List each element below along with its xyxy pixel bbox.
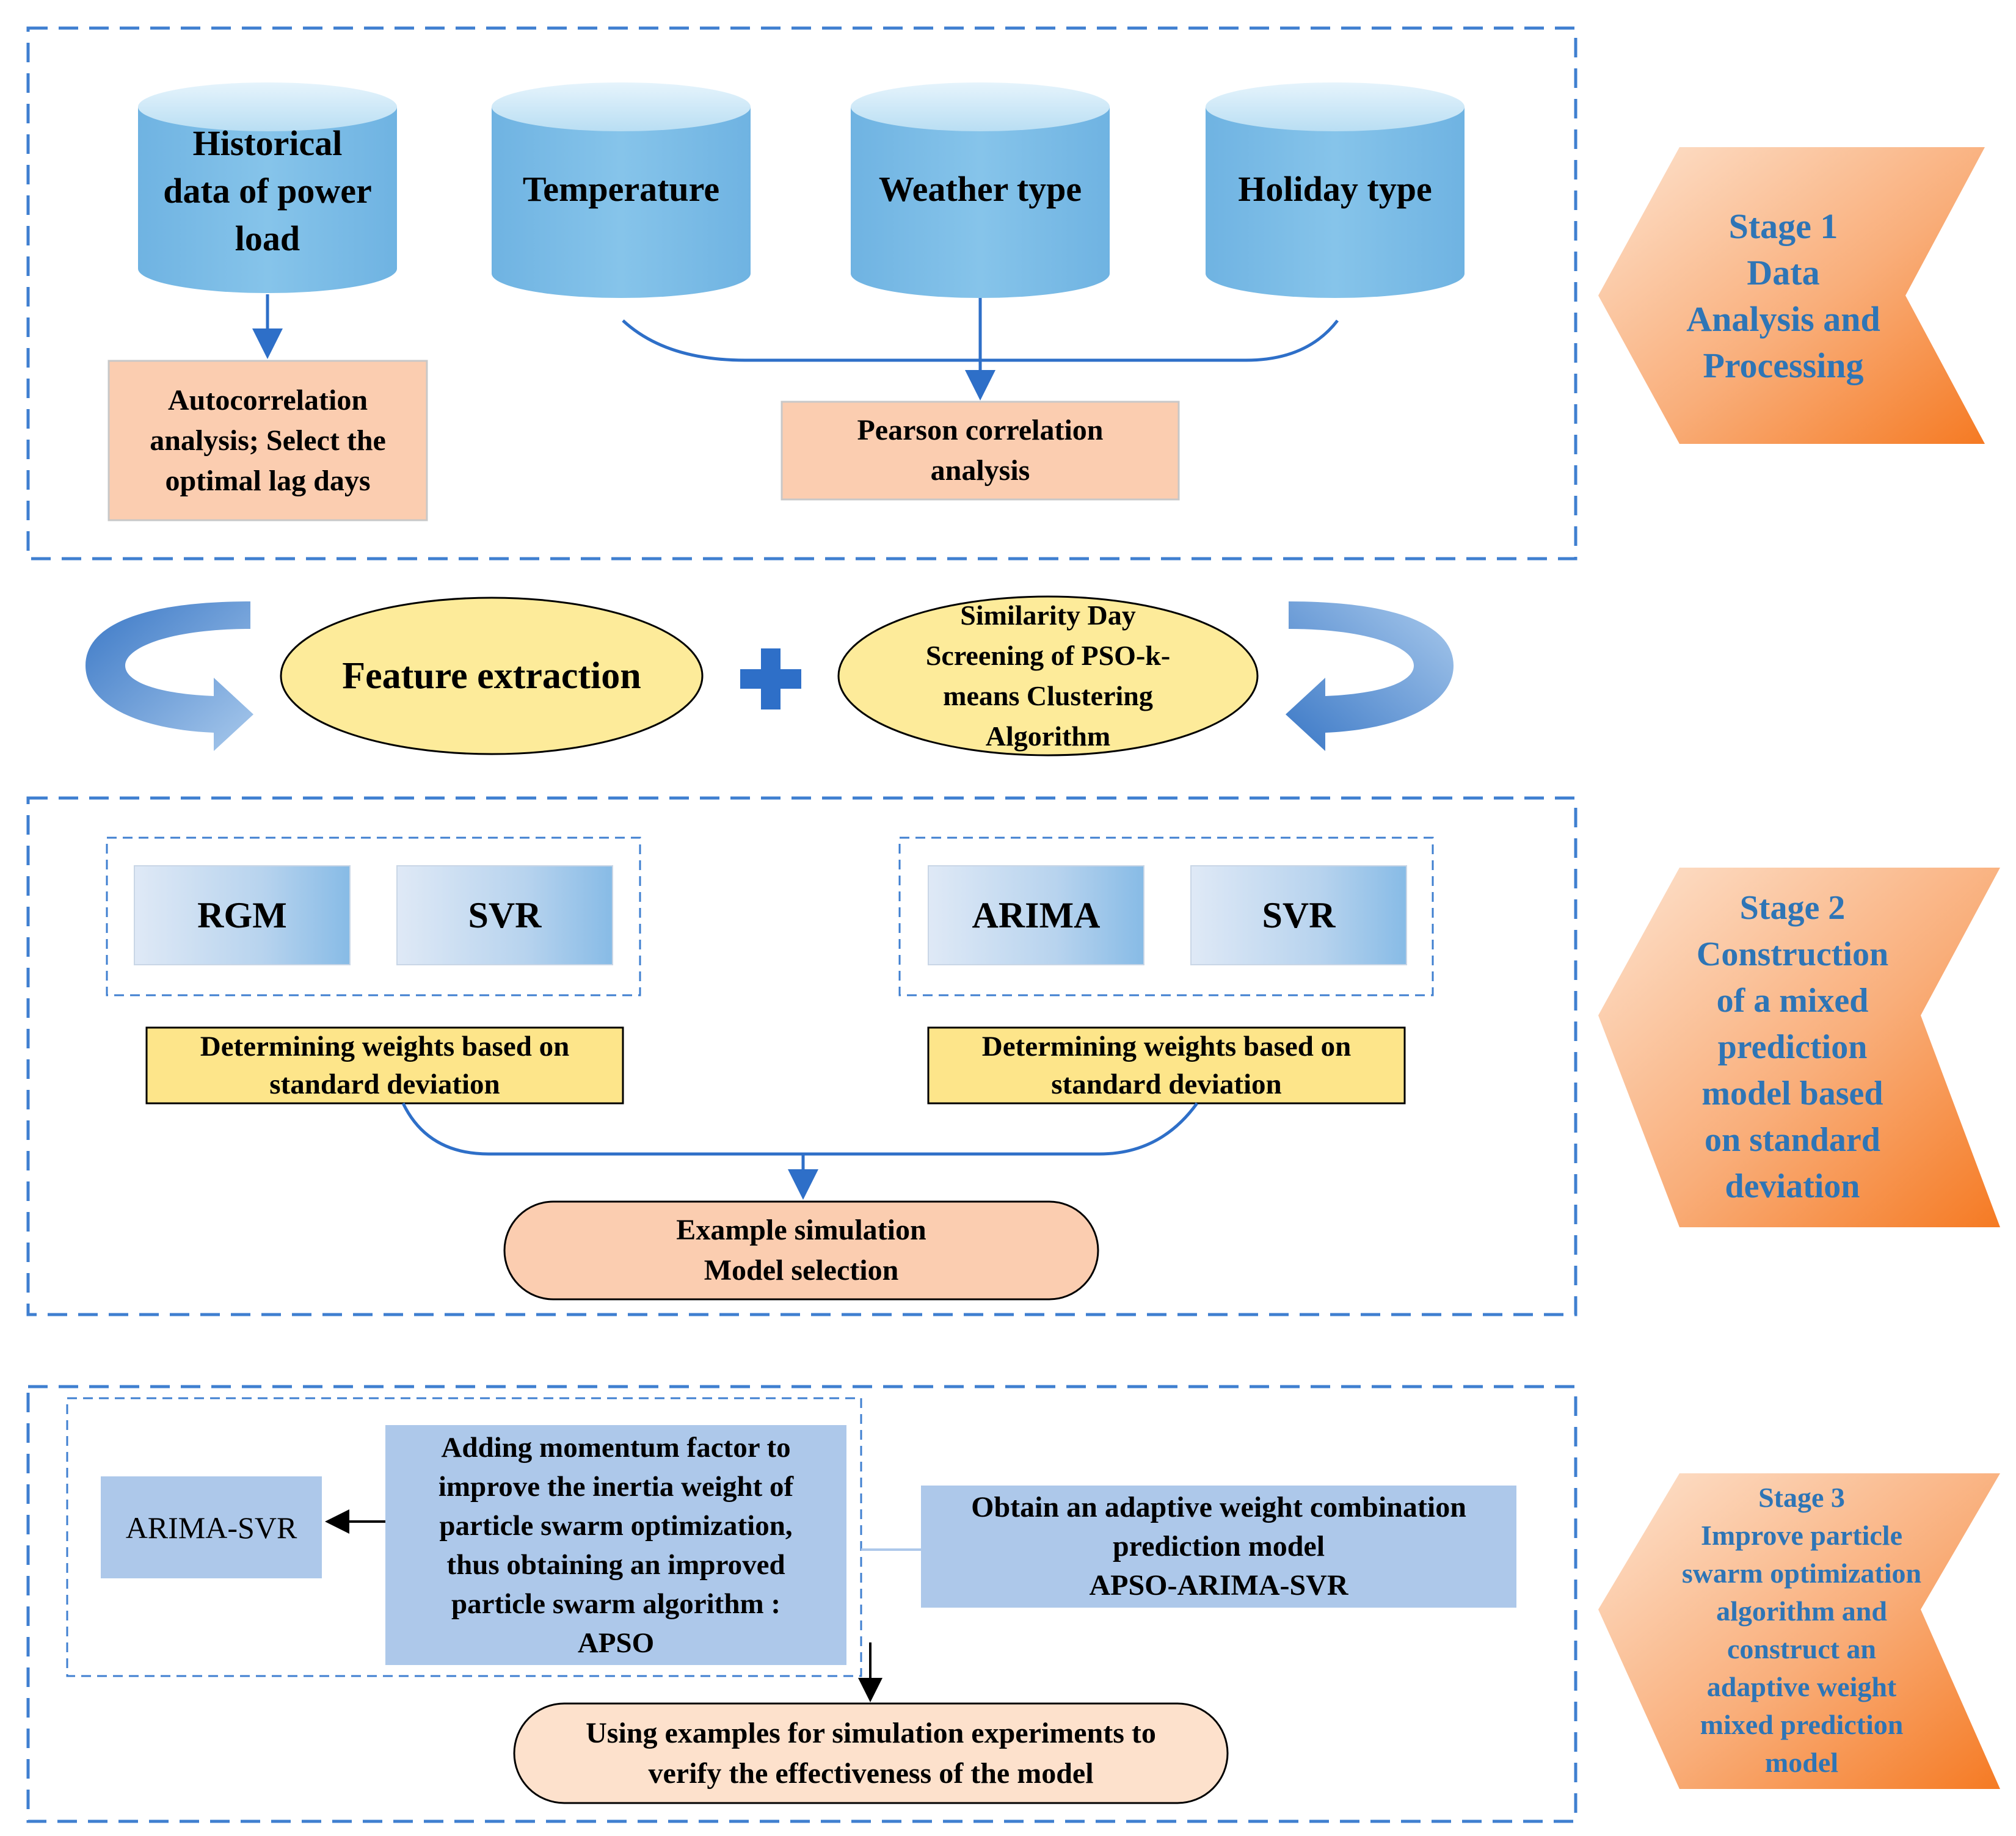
verify-label: Using examples for simulation experiment… [586,1716,1156,1790]
arima-svr-box [101,1476,322,1578]
similarity-day-ellipse [837,595,1259,757]
feature-extraction-label: Feature extraction [342,655,641,697]
cylinder-label-temperature: Temperature [522,169,720,209]
feature-extraction-ellipse [280,597,704,755]
autocorrelation-label: Autocorrelation analysis; Select the opt… [150,383,386,497]
weights-right-label: Determining weights based on standard de… [981,1031,1352,1100]
stage2-label: Stage 2 Construction of a mixed predicti… [1696,889,1889,1205]
model-arima-label: ARIMA [972,895,1101,935]
adaptive-model-box [921,1486,1516,1608]
connector-brace-stage1 [622,319,1339,362]
plus-icon [740,648,801,709]
pearson-label: Pearson correlation analysis [857,414,1104,487]
arima-svr-label: ARIMA-SVR [125,1510,297,1545]
stage3-inner-frame [66,1397,862,1677]
model-svr-right-box [1190,865,1407,965]
stage2-frame [26,796,1578,1316]
example-simulation-label: Example simulation Model selection [676,1214,926,1286]
cylinder-weather-type [851,82,1110,298]
weights-right-box [927,1026,1406,1105]
stage3-label: Stage 3 Improve particle swarm optimizat… [1681,1482,1922,1778]
pearson-box [781,401,1180,501]
adaptive-model-label: Obtain an adaptive weight combination pr… [971,1491,1466,1602]
stage1-chevron [1598,147,1985,444]
cylinder-label-historical: Historical data of power load [163,123,372,258]
cylinder-label-holiday: Holiday type [1238,169,1432,209]
similarity-day-label: Similarity Day Screening of PSO-k- means… [925,600,1171,752]
momentum-box [385,1425,846,1665]
cylinder-temperature [492,82,751,298]
weights-left-box [145,1026,624,1105]
model-rgm-label: RGM [197,895,287,935]
connector-brace-stage2 [401,1102,1199,1156]
cylinder-holiday-type [1206,82,1465,298]
curved-arrow-right-icon [1286,601,1454,751]
example-simulation-pill [503,1200,1099,1301]
model-svr-left-box [396,865,613,965]
curved-arrow-left-icon [86,601,253,751]
cylinder-historical-data [138,82,397,293]
weights-left-label: Determining weights based on standard de… [200,1031,570,1100]
model-svr-right-label: SVR [1262,895,1336,935]
stage1-frame [26,26,1578,561]
right-models-frame [898,836,1434,996]
stage3-frame [26,1385,1578,1823]
verify-pill [513,1702,1229,1804]
model-arima-box [928,865,1144,965]
stage3-chevron [1598,1473,2000,1789]
autocorrelation-box [107,360,428,521]
cylinder-label-weather: Weather type [878,169,1082,209]
momentum-label: Adding momentum factor to improve the in… [438,1431,794,1659]
left-models-frame [106,836,641,996]
stage2-chevron [1598,868,2000,1227]
stage1-label: Stage 1 Data Analysis and Processing [1686,206,1880,385]
model-svr-left-label: SVR [468,895,542,935]
model-rgm-box [134,865,351,965]
